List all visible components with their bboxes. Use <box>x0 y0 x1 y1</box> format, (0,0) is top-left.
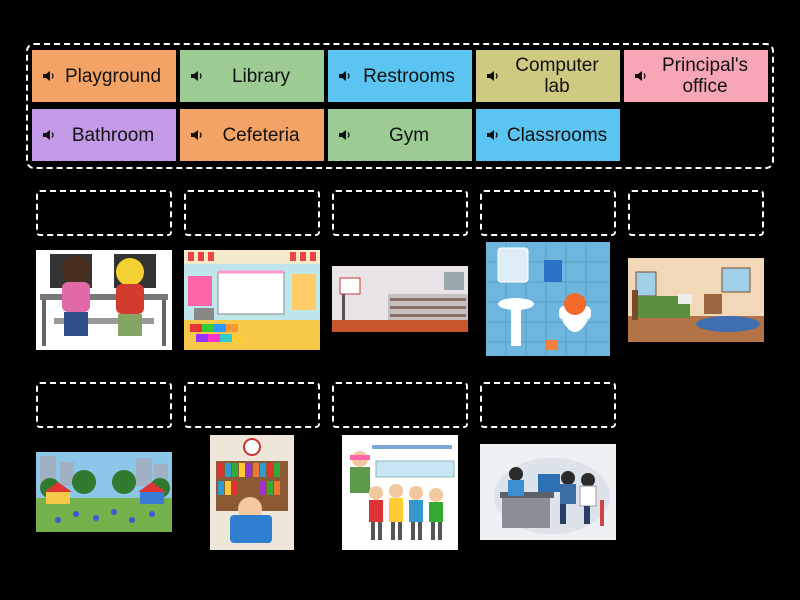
tile-label: Cefeteria <box>222 124 300 146</box>
speaker-icon[interactable] <box>190 69 204 83</box>
tile-playground[interactable]: Playground <box>32 50 176 102</box>
drop-slot[interactable] <box>332 190 468 236</box>
drop-slot[interactable] <box>628 190 764 236</box>
speaker-icon[interactable] <box>42 69 56 83</box>
tile-label: Playground <box>64 65 162 87</box>
speaker-icon[interactable] <box>338 128 352 142</box>
cafeteria-image <box>342 435 458 550</box>
drop-slot[interactable] <box>36 190 172 236</box>
speaker-icon[interactable] <box>190 128 204 142</box>
tile-restrooms[interactable]: Restrooms <box>328 50 472 102</box>
drop-slot[interactable] <box>480 190 616 236</box>
speaker-icon[interactable] <box>486 128 500 142</box>
tile-label: Bathroom <box>71 124 155 146</box>
tile-library[interactable]: Library <box>180 50 324 102</box>
speaker-icon[interactable] <box>486 69 500 83</box>
drop-slot[interactable] <box>184 382 320 428</box>
speaker-icon[interactable] <box>42 128 56 142</box>
tile-label: Computer lab <box>515 55 599 97</box>
tile-label: Principal's office <box>662 55 748 97</box>
drop-slot[interactable] <box>480 382 616 428</box>
drop-slot[interactable] <box>184 190 320 236</box>
tile-cefeteria[interactable]: Cefeteria <box>180 109 324 161</box>
tile-gym[interactable]: Gym <box>328 109 472 161</box>
tile-label: Restrooms <box>363 65 455 87</box>
bedroom-image <box>628 258 764 342</box>
tile-classrooms[interactable]: Classrooms <box>476 109 620 161</box>
classroom-image <box>184 250 320 350</box>
tile-label: Classrooms <box>506 124 608 146</box>
speaker-icon[interactable] <box>634 69 648 83</box>
drop-slot[interactable] <box>36 382 172 428</box>
word-bank <box>26 43 774 169</box>
speaker-icon[interactable] <box>338 69 352 83</box>
tile-bathroom[interactable]: Bathroom <box>32 109 176 161</box>
library-image <box>210 435 294 550</box>
tile-label: Gym <box>388 124 430 146</box>
computer-lab-image <box>36 250 172 350</box>
tile-label: Library <box>231 65 291 87</box>
tile-computer-lab[interactable]: Computer lab <box>476 50 620 102</box>
playground-image <box>36 452 172 532</box>
gym-image <box>332 266 468 332</box>
bathroom-image <box>486 242 610 356</box>
office-image <box>480 444 616 540</box>
drop-slot[interactable] <box>332 382 468 428</box>
tile-principals-office[interactable]: Principal's office <box>624 50 768 102</box>
